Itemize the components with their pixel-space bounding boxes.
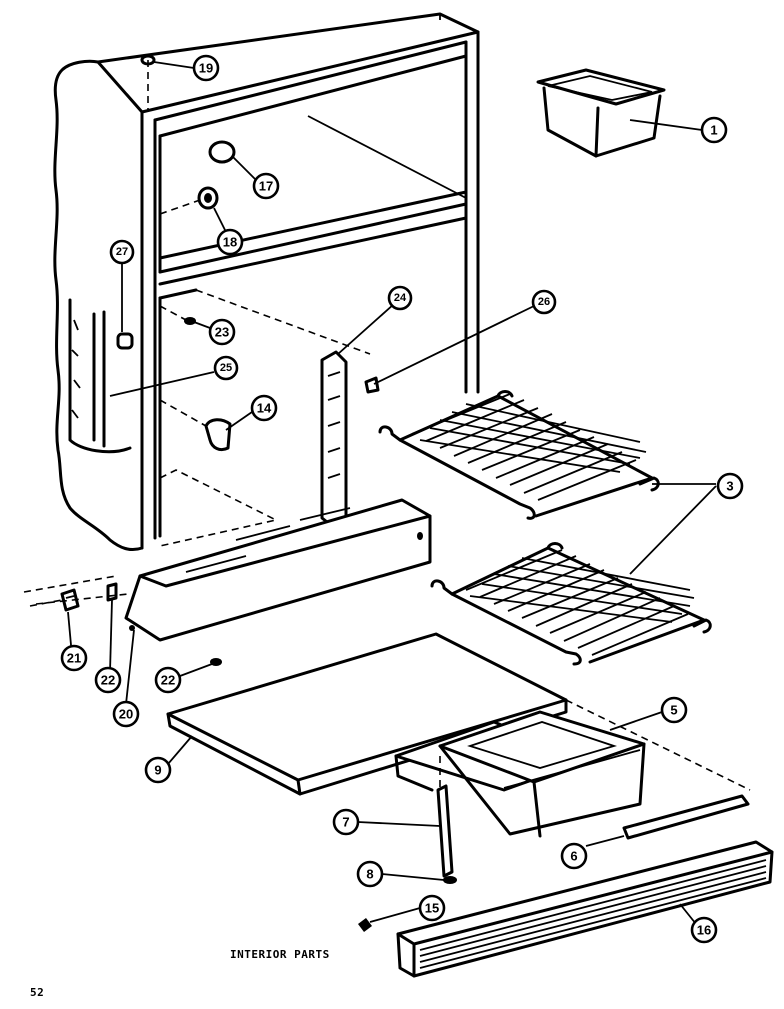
svg-text:22: 22 bbox=[101, 673, 115, 688]
svg-text:1: 1 bbox=[710, 123, 717, 138]
callout-9: 9 bbox=[144, 756, 172, 784]
svg-text:24: 24 bbox=[394, 292, 407, 304]
callout-25: 25 bbox=[213, 355, 239, 381]
callout-15: 15 bbox=[418, 894, 446, 922]
callout-21: 21 bbox=[60, 644, 88, 672]
callout-6: 6 bbox=[560, 842, 588, 870]
page-number: 52 bbox=[30, 986, 45, 999]
svg-text:27: 27 bbox=[116, 246, 128, 258]
svg-text:14: 14 bbox=[257, 401, 272, 416]
svg-text:23: 23 bbox=[215, 325, 229, 340]
svg-text:6: 6 bbox=[570, 849, 577, 864]
svg-text:7: 7 bbox=[342, 815, 349, 830]
small-hardware bbox=[140, 54, 236, 452]
part-24-rail bbox=[320, 350, 348, 528]
callout-18: 18 bbox=[216, 228, 244, 256]
callout-24: 24 bbox=[387, 285, 413, 311]
svg-text:17: 17 bbox=[259, 179, 273, 194]
callout-14: 14 bbox=[250, 394, 278, 422]
svg-text:18: 18 bbox=[223, 235, 237, 250]
part-3-upper-shelf bbox=[378, 390, 660, 520]
callout-16: 16 bbox=[690, 916, 718, 944]
part-26-clip bbox=[364, 376, 380, 394]
leader-lines bbox=[67, 61, 717, 925]
diagram-caption: INTERIOR PARTS bbox=[230, 948, 330, 961]
callout-17: 17 bbox=[252, 172, 280, 200]
svg-text:19: 19 bbox=[199, 61, 213, 76]
cabinet bbox=[53, 12, 480, 552]
svg-text:8: 8 bbox=[366, 867, 373, 882]
callout-26: 26 bbox=[531, 289, 557, 315]
part-7-leg bbox=[436, 756, 457, 884]
callout-7: 7 bbox=[332, 808, 360, 836]
part-16-grille bbox=[358, 840, 774, 978]
part-6-rail bbox=[622, 794, 750, 840]
svg-text:16: 16 bbox=[697, 923, 711, 938]
svg-text:5: 5 bbox=[670, 703, 677, 718]
svg-text:3: 3 bbox=[726, 479, 733, 494]
part-20-support bbox=[124, 498, 432, 642]
callout-27: 27 bbox=[109, 239, 135, 265]
svg-text:22: 22 bbox=[161, 673, 175, 688]
svg-text:25: 25 bbox=[220, 362, 232, 374]
parts-21-22-hardware bbox=[23, 575, 222, 666]
part-1-bin bbox=[536, 68, 666, 158]
callout-1: 1 bbox=[700, 116, 728, 144]
callout-19: 19 bbox=[192, 54, 220, 82]
svg-text:9: 9 bbox=[154, 763, 161, 778]
callout-23: 23 bbox=[208, 318, 236, 346]
svg-text:20: 20 bbox=[119, 707, 133, 722]
svg-text:15: 15 bbox=[425, 901, 439, 916]
callout-3: 3 bbox=[716, 472, 744, 500]
svg-text:26: 26 bbox=[538, 296, 550, 308]
svg-text:21: 21 bbox=[67, 651, 81, 666]
callout-5: 5 bbox=[660, 696, 688, 724]
part-3-lower-shelf bbox=[430, 542, 712, 666]
callout-8: 8 bbox=[356, 860, 384, 888]
callout-22-left: 22 bbox=[94, 666, 122, 694]
callout-20: 20 bbox=[112, 700, 140, 728]
part-5-drawer bbox=[394, 699, 751, 838]
callout-22-right: 22 bbox=[154, 666, 182, 694]
